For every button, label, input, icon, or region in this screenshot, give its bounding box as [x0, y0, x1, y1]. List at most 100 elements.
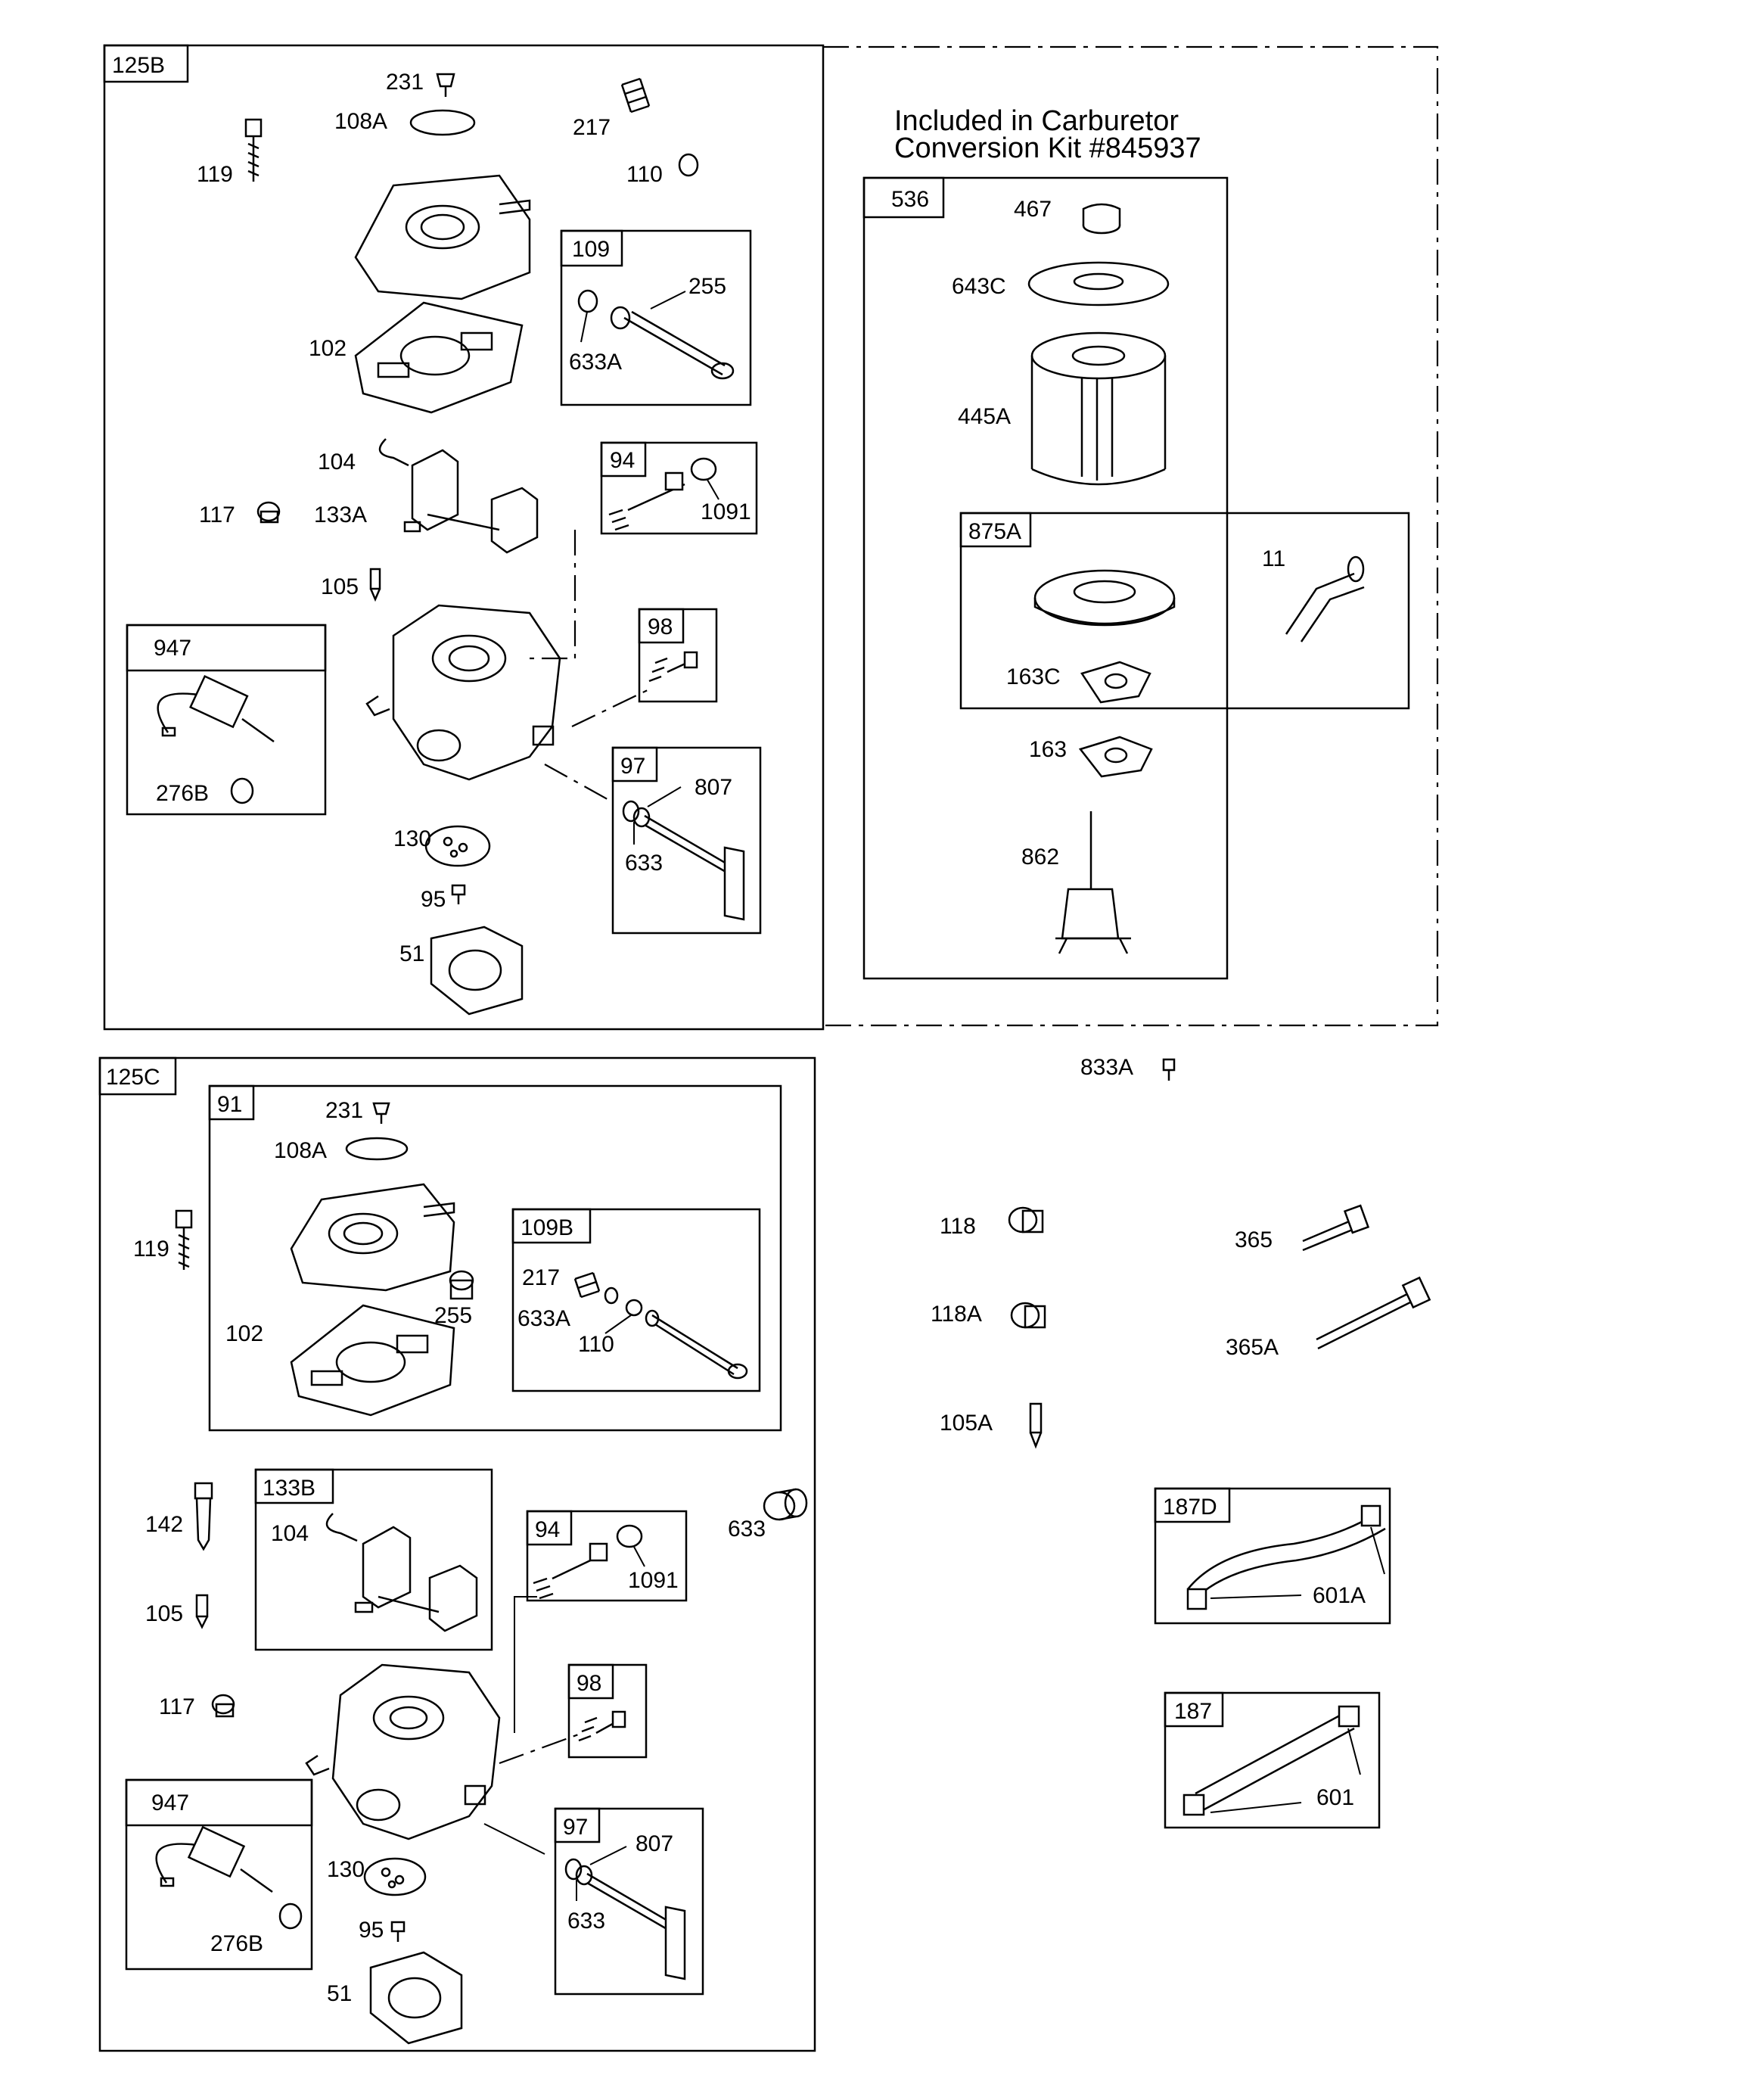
- screw-spring-98-part: [578, 1710, 626, 1742]
- leader-94-to-body: [530, 530, 576, 660]
- screw-95-part: [390, 1921, 406, 1942]
- screw-95-part: [451, 884, 466, 904]
- box-97: 97 807 633: [611, 746, 762, 935]
- box-98-c: 98: [567, 1663, 648, 1759]
- idle-screw-part: [533, 1542, 608, 1600]
- fitting-118-part: [1008, 1206, 1044, 1234]
- box-91-label: 91: [217, 1092, 242, 1117]
- box-109b-label: 109B: [521, 1215, 573, 1240]
- loose-parts: 833A 118 118A 105A 365 365A: [931, 1055, 1431, 1449]
- spring-217-part: [573, 1271, 601, 1299]
- part-label-633: 633: [625, 851, 663, 876]
- part-label-110-c: 110: [578, 1332, 614, 1357]
- box-94-label: 94: [610, 448, 635, 473]
- part-label-633a-c: 633A: [517, 1306, 570, 1331]
- plug-117-part: [211, 1694, 235, 1718]
- screw-119-part: [244, 118, 263, 182]
- box-187-label: 187: [1174, 1699, 1212, 1724]
- carburetor-body-part: [365, 604, 561, 781]
- wing-nut-467-part: [1082, 203, 1121, 235]
- part-label-11: 11: [1262, 546, 1285, 571]
- box-947: 947 276B: [126, 624, 327, 816]
- box-109: 109 255 633A: [560, 229, 752, 406]
- conversion-kit-outline: [823, 45, 1439, 1027]
- clip-104-part: [325, 1513, 358, 1542]
- part-label-108a-c: 108A: [274, 1138, 327, 1163]
- shaft-807-part: [575, 1865, 686, 1980]
- part-label-105-c: 105: [145, 1601, 183, 1626]
- group-125c: 125C 91 231 108A 255: [98, 1056, 816, 2052]
- screw-231-part: [436, 73, 455, 97]
- base-875a-part: [1033, 569, 1176, 627]
- part-label-117: 117: [199, 502, 235, 527]
- part-label-231-c: 231: [325, 1098, 363, 1123]
- leader-98-to-body-c: [499, 1731, 583, 1765]
- box-91: 91 231 108A 255: [208, 1084, 782, 1432]
- part-label-217-c: 217: [522, 1265, 560, 1290]
- part-label-1091-c: 1091: [628, 1568, 679, 1593]
- group-125c-label: 125C: [106, 1065, 160, 1090]
- part-label-51: 51: [399, 941, 424, 966]
- part-label-633a: 633A: [569, 350, 622, 375]
- gasket-108a-part: [345, 1137, 409, 1161]
- gasket-51-part: [430, 926, 524, 1016]
- washer-633-part: [564, 1858, 583, 1881]
- washer-633a-part: [604, 1286, 619, 1305]
- washer-633-part: [622, 800, 640, 823]
- part-label-118: 118: [940, 1214, 976, 1239]
- gasket-163-part: [1078, 736, 1153, 778]
- box-947-label: 947: [154, 636, 191, 661]
- part-label-365: 365: [1235, 1227, 1273, 1252]
- kit-note-line1: Included in Carburetor: [894, 105, 1179, 137]
- gasket-plate-102-part: [290, 1304, 455, 1417]
- float-133a-part: [403, 449, 539, 554]
- leader-97-to-body: [544, 764, 614, 803]
- washer-110-part: [678, 153, 699, 177]
- shaft-255-part: [610, 306, 735, 380]
- leader-94-to-body-c: [514, 1596, 537, 1733]
- box-133b: 133B 104: [254, 1468, 493, 1651]
- part-label-104: 104: [318, 450, 356, 474]
- part-label-231: 231: [386, 70, 424, 95]
- part-label-95-c: 95: [359, 1918, 384, 1943]
- gasket-plate-102-part: [354, 301, 524, 414]
- part-label-643c: 643C: [952, 274, 1006, 299]
- part-label-119: 119: [197, 162, 233, 187]
- part-label-117-c: 117: [159, 1694, 195, 1719]
- needle-105a-part: [1029, 1402, 1043, 1449]
- part-label-807-c: 807: [636, 1831, 673, 1856]
- fuel-line-187d-part: [1186, 1504, 1386, 1610]
- group-125b-label: 125B: [112, 53, 165, 78]
- part-label-118a: 118A: [931, 1302, 982, 1327]
- bolt-365-part: [1302, 1204, 1370, 1252]
- kit-note-line2: Conversion Kit #845937: [894, 132, 1201, 164]
- washer-276b-part: [230, 777, 254, 804]
- leader-98-to-body: [571, 688, 651, 727]
- part-label-365a: 365A: [1226, 1335, 1279, 1360]
- part-label-102-c: 102: [225, 1321, 263, 1346]
- cap-1091-part: [690, 457, 717, 481]
- group-536: 536 467 643C 445A 875A: [862, 176, 1410, 980]
- box-109-label: 109: [572, 237, 610, 262]
- part-label-130-c: 130: [327, 1857, 365, 1882]
- gasket-108a-part: [409, 109, 476, 136]
- part-label-276b: 276B: [156, 781, 209, 806]
- part-label-133a: 133A: [314, 502, 367, 527]
- part-label-110: 110: [626, 162, 663, 187]
- screw-833a-part: [1162, 1058, 1176, 1081]
- box-98: 98: [638, 608, 718, 703]
- part-label-95: 95: [421, 887, 446, 912]
- carburetor-cover-part: [290, 1183, 455, 1292]
- plug-117-part: [256, 501, 281, 524]
- part-label-807: 807: [695, 775, 732, 800]
- part-label-445a: 445A: [958, 404, 1011, 429]
- part-label-51-c: 51: [327, 1981, 352, 2006]
- box-947-c: 947 276B: [125, 1778, 313, 1971]
- group-536-label: 536: [891, 187, 929, 212]
- box-94-c-label: 94: [535, 1517, 560, 1542]
- idle-screw-part: [608, 471, 685, 531]
- box-94: 94 1091: [600, 441, 758, 535]
- box-109b: 109B 217 633A 110: [511, 1208, 761, 1392]
- part-label-601a: 601A: [1313, 1583, 1366, 1608]
